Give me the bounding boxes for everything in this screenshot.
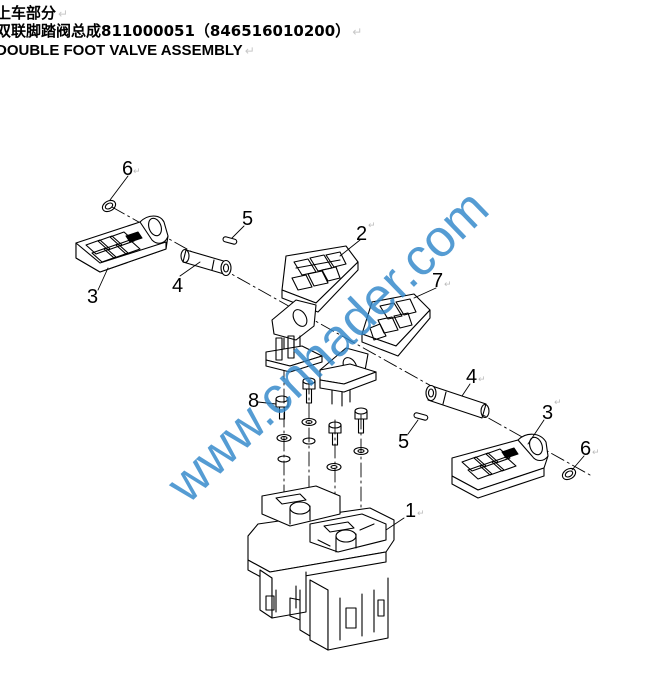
- pedal-plate-left: [75, 215, 169, 273]
- paragraph-mark-icon: ↵: [592, 448, 600, 458]
- retaining-ring-right: [561, 467, 577, 481]
- paragraph-mark-icon: ↵: [368, 221, 376, 231]
- paragraph-mark-icon: ↵: [244, 44, 255, 58]
- hinge-pin-right: [425, 384, 490, 419]
- valve-body: [247, 485, 395, 651]
- section-title-text: 上车部分: [0, 4, 57, 22]
- watermark-text: www.cnhader.com: [155, 179, 500, 515]
- paragraph-mark-icon: ↵: [444, 280, 452, 290]
- paragraph-mark-icon: ↵: [58, 7, 69, 21]
- callout-3-right: 3: [542, 402, 553, 424]
- callout-8: 8: [248, 390, 259, 412]
- callout-7: 7: [432, 270, 443, 292]
- paragraph-mark-icon: ↵: [352, 25, 363, 39]
- callout-4-right: 4: [466, 366, 477, 388]
- retaining-ring-left: [101, 199, 117, 213]
- assembly-title-cn-text: 双联脚踏阀总成811000051（846516010200）: [0, 22, 351, 40]
- assembly-title-en: DOUBLE FOOT VALVE ASSEMBLY↵: [0, 42, 255, 60]
- section-title: 上车部分↵: [0, 4, 68, 23]
- callout-4-left: 4: [172, 275, 183, 297]
- callout-5-right: 5: [398, 431, 409, 453]
- callout-2: 2: [356, 223, 367, 245]
- callout-3-left: 3: [87, 286, 98, 308]
- pedal-left: [265, 245, 359, 373]
- callout-5-left: 5: [242, 208, 253, 230]
- pedal-right: [319, 293, 431, 407]
- paragraph-mark-icon: ↵: [133, 167, 141, 177]
- assembly-title-en-text: DOUBLE FOOT VALVE ASSEMBLY: [0, 42, 243, 59]
- callout-labels: 6 ↵ 3 4 5 2 ↵ 7 ↵ 4 ↵ 8 5 3 ↵ 6 ↵ 1 ↵: [87, 158, 600, 522]
- paragraph-mark-icon: ↵: [417, 509, 425, 519]
- paragraph-mark-icon: ↵: [478, 375, 486, 385]
- assembly-title-cn: 双联脚踏阀总成811000051（846516010200）↵: [0, 22, 362, 41]
- cotter-pin-right: [413, 412, 429, 421]
- leader-lines: [97, 175, 585, 531]
- callout-1: 1: [405, 500, 416, 522]
- hinge-pin-left: [180, 248, 232, 277]
- cotter-pin-left: [222, 236, 238, 245]
- callout-6-right: 6: [580, 438, 591, 460]
- paragraph-mark-icon: ↵: [554, 398, 562, 408]
- bolts-and-washers: [275, 377, 369, 472]
- callout-6-left: 6: [122, 158, 133, 180]
- pedal-plate-right: [451, 433, 549, 499]
